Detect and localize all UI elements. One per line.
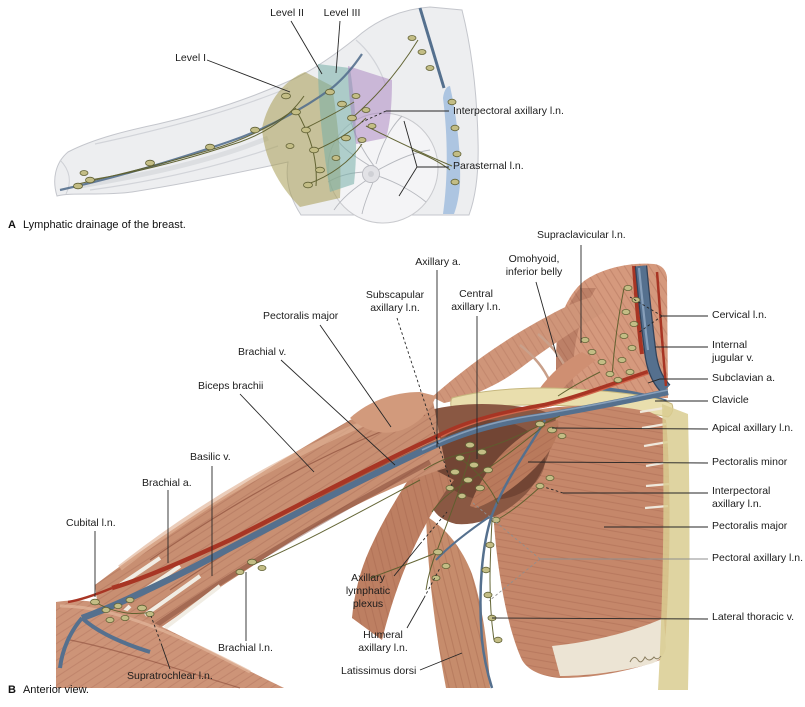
label-biceps-brachii: Biceps brachii xyxy=(198,380,264,392)
label-internal-jugular: Internal jugular v. xyxy=(712,339,754,365)
axillary-vessels xyxy=(58,369,669,689)
label-brachial-artery: Brachial a. xyxy=(142,477,192,489)
label-central-axillary: Central axillary l.n. xyxy=(451,288,501,314)
label-level-1: Level I xyxy=(175,52,206,64)
latissimus-dorsi-muscle xyxy=(426,516,490,688)
pectoralis-minor-muscle xyxy=(470,420,559,508)
axillary-artery xyxy=(111,369,649,591)
label-pectoralis-minor: Pectoralis minor xyxy=(712,456,788,468)
label-omohyoid: Omohyoid, inferior belly xyxy=(505,253,563,279)
level-2-region xyxy=(318,64,357,192)
internal-jugular-vein xyxy=(636,265,670,393)
label-brachial-vein: Brachial v. xyxy=(238,346,287,358)
axillary-basilic-vein xyxy=(80,388,669,622)
lymph-nodes-a xyxy=(73,35,462,190)
label-basilic-vein: Basilic v. xyxy=(190,451,231,463)
label-latissimus-dorsi: Latissimus dorsi xyxy=(341,665,417,677)
upper-arm-muscles xyxy=(93,392,446,670)
lymph-nodes-b xyxy=(90,284,641,644)
lateral-thoracic-vein xyxy=(479,419,547,689)
illustrator-signature xyxy=(629,655,662,663)
label-cervical: Cervical l.n. xyxy=(712,309,767,321)
label-supratrochlear: Supratrochlear l.n. xyxy=(127,670,213,682)
label-pectoralis-major-right: Pectoralis major xyxy=(712,520,788,532)
label-level-3: Level III xyxy=(323,7,361,19)
neck-artery-sliver xyxy=(655,271,668,387)
label-pectoralis-major-left: Pectoralis major xyxy=(263,310,339,322)
caption-b-text: Anterior view. xyxy=(22,684,89,696)
label-humeral-axillary: Humeral axillary l.n. xyxy=(358,629,408,655)
caption-a-text: Lymphatic drainage of the breast. xyxy=(22,219,186,231)
label-interpectoral-a: Interpectoral axillary l.n. xyxy=(453,105,564,117)
omohyoid-muscle xyxy=(540,352,596,392)
label-subscapular: Subscapular axillary l.n. xyxy=(365,289,425,315)
label-clavicle: Clavicle xyxy=(712,394,749,406)
label-apical-axillary: Apical axillary l.n. xyxy=(712,422,794,434)
label-pectoral-axillary: Pectoral axillary l.n. xyxy=(712,552,804,564)
label-parasternal-a: Parasternal l.n. xyxy=(453,160,524,172)
label-cubital: Cubital l.n. xyxy=(66,517,116,529)
caption-a-letter: A xyxy=(8,219,16,231)
label-lateral-thoracic: Lateral thoracic v. xyxy=(712,611,795,623)
basilic-branches xyxy=(58,616,151,669)
label-supraclavicular: Supraclavicular l.n. xyxy=(537,229,626,241)
label-level-2: Level II xyxy=(270,7,304,19)
shoulder-muscles xyxy=(432,297,604,403)
panel-b-illustration xyxy=(56,245,709,690)
panel-a-leaders xyxy=(206,20,449,197)
label-subclavian: Subclavian a. xyxy=(712,372,776,384)
label-interpectoral-b: Interpectoral axillary l.n. xyxy=(712,485,771,511)
label-brachial-node: Brachial l.n. xyxy=(218,642,273,654)
label-axillary-artery: Axillary a. xyxy=(415,256,461,268)
caption-b-letter: B xyxy=(8,684,16,696)
caption-b: B Anterior view. xyxy=(8,684,89,696)
panel-b-leaders xyxy=(94,245,709,671)
panel-a-illustration xyxy=(54,6,479,224)
coracobrachialis-band xyxy=(352,462,454,640)
carotid-artery xyxy=(632,265,644,355)
label-axillary-plexus: Axillary lymphatic plexus xyxy=(345,572,391,611)
caption-a: A Lymphatic drainage of the breast. xyxy=(8,219,186,231)
